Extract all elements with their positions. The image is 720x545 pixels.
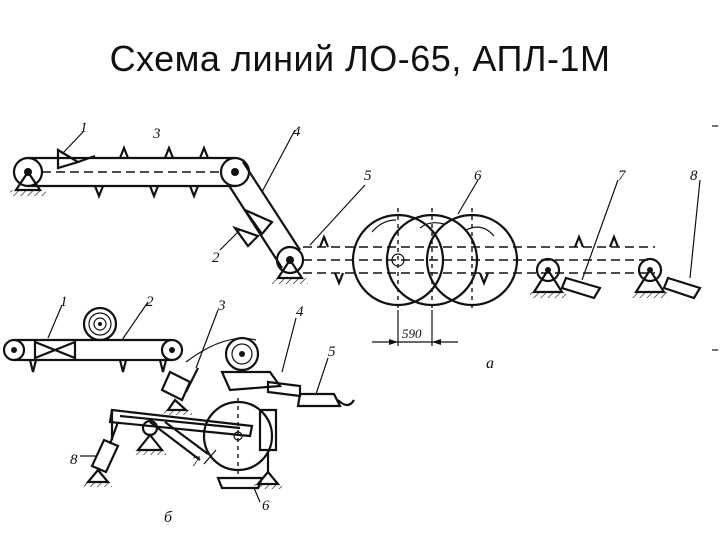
label-a-7: 7 <box>618 168 627 184</box>
label-a-4: 4 <box>293 124 301 140</box>
label-b-6: 6 <box>262 498 270 514</box>
label-a-3: 3 <box>152 126 161 142</box>
label-b-3: 3 <box>217 298 226 314</box>
tool-1-a <box>56 148 96 170</box>
main-conveyor <box>272 184 655 286</box>
dimension-590: 590 <box>372 310 458 346</box>
subfigure-b: б <box>164 509 173 526</box>
tray-6 <box>216 476 264 503</box>
unit-8 <box>632 179 702 300</box>
label-b-2: 2 <box>146 294 154 310</box>
slide-title: Схема линий ЛО-65, АПЛ-1М <box>109 38 611 79</box>
scheme-b: 1 2 3 4 5 8 7 6 б <box>2 294 355 526</box>
label-a-1: 1 <box>80 120 88 136</box>
upper-conveyor <box>10 145 251 199</box>
label-a-2: 2 <box>212 250 220 266</box>
discs-6 <box>351 179 519 310</box>
label-a-5: 5 <box>364 168 372 184</box>
coil-2 <box>82 301 149 342</box>
conveyor-b <box>2 304 184 373</box>
machine-line-diagram: 590 1 3 4 5 6 7 8 2 а <box>0 110 720 540</box>
cylinder-8 <box>84 421 120 487</box>
lever-frame <box>108 408 254 461</box>
unit-7 <box>530 179 619 300</box>
drum-7 <box>202 398 282 489</box>
coil-4 <box>220 317 302 398</box>
scheme-a: 590 1 3 4 5 6 7 8 2 а <box>10 120 702 372</box>
label-b-5: 5 <box>328 344 336 360</box>
unit-5 <box>296 357 355 408</box>
label-a-8: 8 <box>690 168 698 184</box>
label-a-6: 6 <box>474 168 482 184</box>
label-b-4: 4 <box>296 304 304 320</box>
subfigure-a: а <box>486 355 494 372</box>
label-b-8: 8 <box>70 452 78 468</box>
dimension-label: 590 <box>402 326 422 341</box>
label-b-7: 7 <box>192 454 201 470</box>
inclined-conveyor <box>227 129 301 269</box>
label-b-1: 1 <box>60 294 68 310</box>
cylinder-3 <box>160 309 257 415</box>
